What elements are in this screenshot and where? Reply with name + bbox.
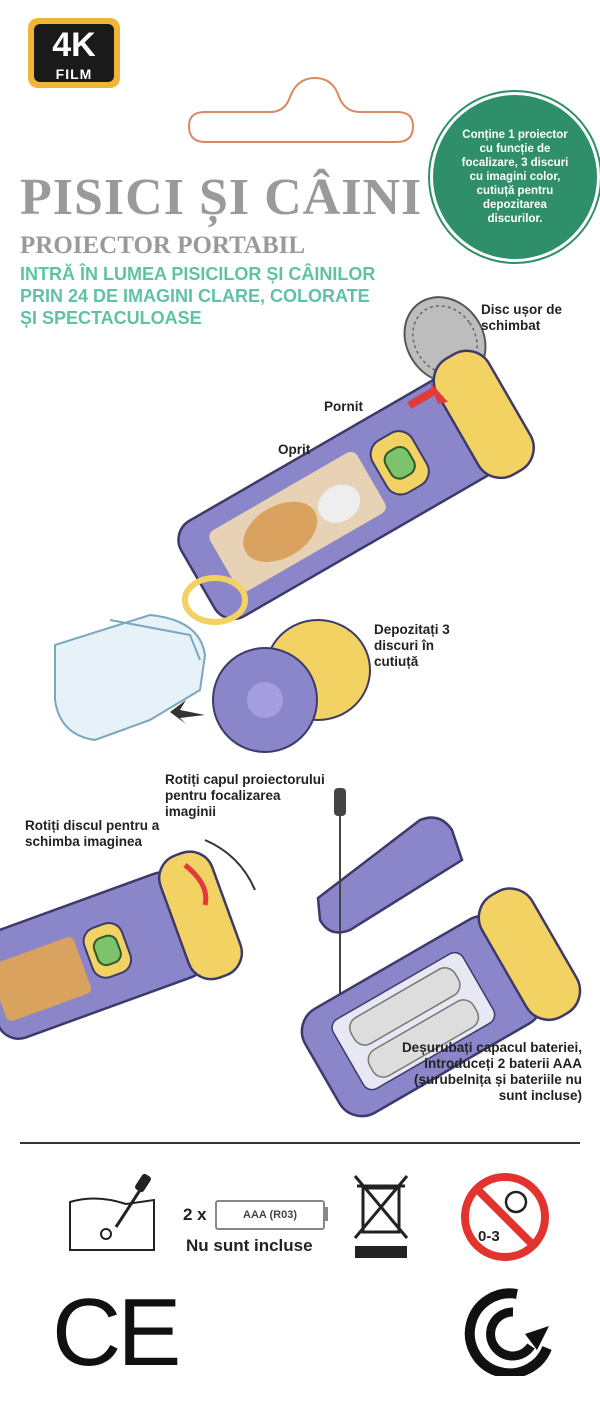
product-tagline: INTRĂ ÎN LUMEA PISICILOR ȘI CÂINILOR PRI…	[20, 264, 376, 328]
battery-note: Nu sunt incluse	[186, 1236, 313, 1255]
label-pornit: Pornit	[324, 399, 363, 414]
battery-tip	[323, 1207, 328, 1221]
battery-type: AAA (R03)	[243, 1209, 297, 1221]
ce-mark: CE	[52, 1279, 181, 1386]
label-rotiti-disc: Rotiți discul pentru a schimba imaginea	[25, 818, 160, 849]
hang-hole-icon	[187, 76, 415, 143]
label-oprit: Oprit	[278, 442, 311, 457]
4k-film-badge: 4K FILM	[28, 18, 120, 88]
label-desurubati: Deșurubați capacul bateriei, introduceți…	[401, 1040, 582, 1103]
badge-4k-text: 4K	[52, 26, 96, 64]
screwdriver-icon	[69, 1173, 155, 1251]
product-subtitle: PROIECTOR PORTABIL	[20, 232, 306, 259]
projector-illustration	[54, 296, 535, 753]
battery-illustration	[0, 788, 582, 1118]
contents-circle: Conține 1 proiector cu funcție de focali…	[430, 92, 600, 262]
label-disc: Disc ușor de schimbat	[481, 302, 563, 333]
crossed-bin-icon	[353, 1175, 409, 1258]
divider-line	[20, 1142, 580, 1144]
brand-logo-icon	[464, 1288, 552, 1376]
product-title: PISICI ȘI CÂINI	[20, 169, 423, 226]
label-depozitati: Depozitați 3 discuri în cutiuță	[374, 622, 450, 669]
age-warning-icon	[461, 1173, 549, 1261]
badge-film-text: FILM	[55, 66, 93, 82]
label-rotiti-cap: Rotiți capul proiectorului pentru focali…	[165, 772, 325, 819]
battery-icon: AAA (R03)	[215, 1200, 325, 1230]
battery-count: 2 x	[183, 1205, 207, 1224]
age-range: 0-3	[478, 1228, 500, 1245]
contents-text: Conține 1 proiector cu funcție de focali…	[461, 129, 569, 225]
